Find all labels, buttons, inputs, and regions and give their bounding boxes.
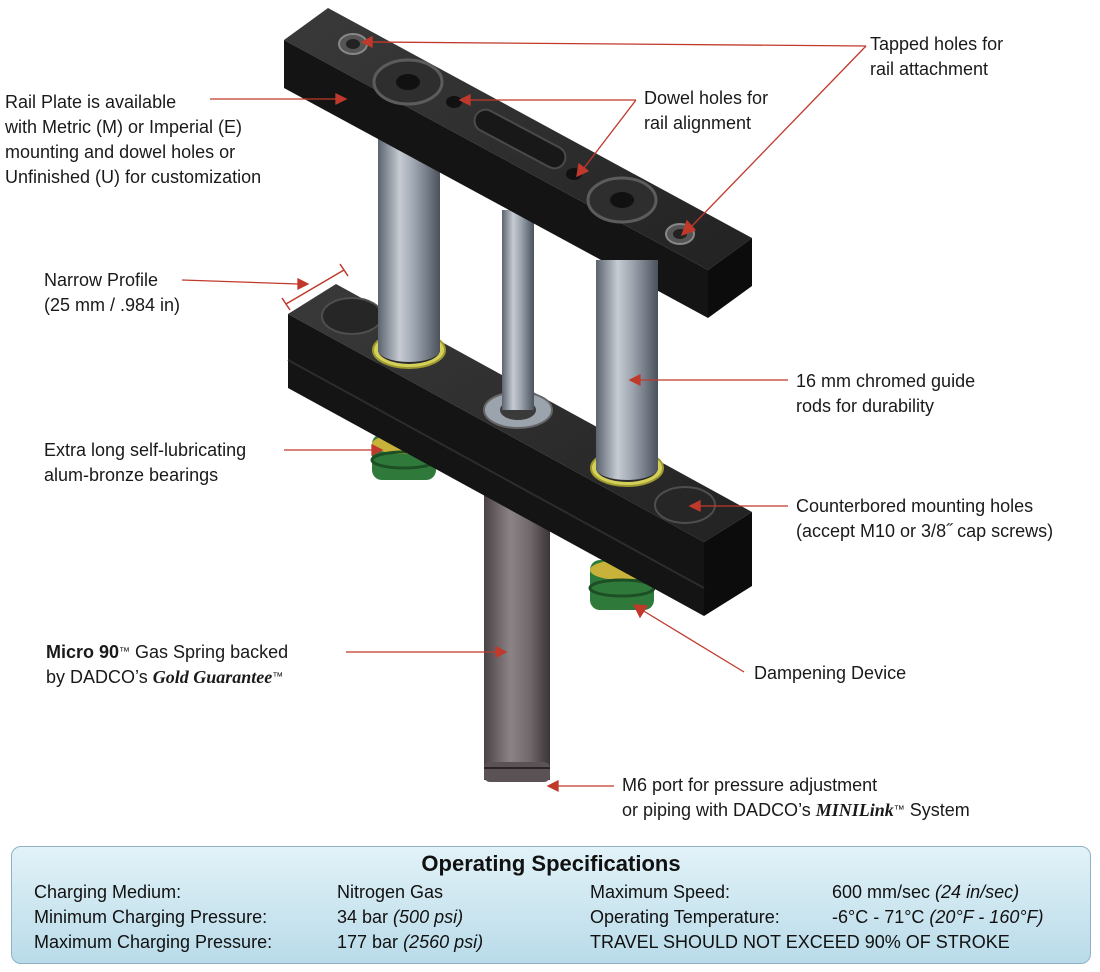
spec-value-main: 34 bar (337, 907, 394, 927)
narrow-profile-label: Narrow Profile (25 mm / .984 in) (44, 268, 180, 318)
bearings-label-line: Extra long self-lubricating (44, 440, 247, 460)
dowel-holes-label: Dowel holes for rail alignment (644, 86, 768, 136)
bearings-label-line: alum-bronze bearings (44, 465, 219, 485)
guide-rods-label-line: 16 mm chromed guide (796, 371, 976, 391)
spec-value: Nitrogen Gas (337, 880, 443, 905)
m6-port-text: or piping with DADCO’s (622, 800, 816, 820)
m6-port-label-line2: or piping with DADCO’s MINILink™ System (622, 798, 970, 823)
dowel-holes-label-line: rail alignment (644, 113, 752, 133)
guide-rods-label-line: rods for durability (796, 396, 935, 416)
specs-title: Operating Specifications (421, 851, 681, 876)
spec-value-main: 600 mm/sec (832, 882, 936, 902)
trademark-mark: ™ (119, 646, 131, 658)
spec-value: 34 bar (500 psi) (337, 905, 463, 930)
spec-label: Maximum Speed: (590, 882, 731, 902)
gas-spring-text: by DADCO’s (46, 667, 153, 687)
m6-port-label-line1: M6 port for pressure adjustment (622, 775, 878, 795)
gas-spring (484, 480, 550, 782)
dowel-holes-label-line: Dowel holes for (644, 88, 769, 108)
gas-spring-label-line1: Micro 90™ Gas Spring backed (46, 640, 288, 665)
spec-label: Maximum Charging Pressure: (34, 932, 273, 952)
narrow-profile-label-line: Narrow Profile (44, 270, 159, 290)
counterbored-label-line: Counterbored mounting holes (796, 496, 1034, 516)
tapped-holes-label-line: Tapped holes for (870, 34, 1004, 54)
spec-value-note: (20°F - 160°F) (929, 907, 1044, 927)
tapped-holes-label: Tapped holes for rail attachment (870, 32, 1003, 82)
operating-specifications-panel: Operating Specifications Charging Medium… (11, 846, 1091, 964)
tapped-holes-label-line: rail attachment (870, 59, 989, 79)
gas-spring-label-line2: by DADCO’s Gold Guarantee™ (46, 665, 288, 690)
spec-value-note: (24 in/sec) (935, 882, 1020, 902)
rail-plate-label-line: Unfinished (U) for customization (5, 167, 262, 187)
spec-value: 177 bar (2560 psi) (337, 930, 483, 955)
counterbored-label-line: (accept M10 or 3/8˝ cap screws) (796, 521, 1054, 541)
m6-port-text: System (904, 800, 970, 820)
rail-plate-label-line: with Metric (M) or Imperial (E) (5, 117, 243, 137)
rail-plate (284, 8, 752, 318)
product-name: Micro 90 (46, 642, 120, 662)
counterbored-label: Counterbored mounting holes (accept M10 … (796, 494, 1053, 544)
spec-label: Operating Temperature: (590, 907, 780, 927)
trademark-mark: ™ (272, 671, 284, 683)
narrow-profile-label-line: (25 mm / .984 in) (44, 295, 181, 315)
dampening-label: Dampening Device (754, 661, 906, 686)
gas-spring-text: Gas Spring backed (130, 642, 289, 662)
leader-lines (181, 35, 867, 793)
rail-plate-label-line: Rail Plate is available (5, 92, 177, 112)
trademark-mark: ™ (893, 804, 905, 816)
rail-plate-label: Rail Plate is available with Metric (M) … (5, 90, 261, 190)
spec-value-main: -6°C - 71°C (832, 907, 930, 927)
spec-value-note: (500 psi) (393, 907, 464, 927)
rail-plate-label-line: mounting and dowel holes or (5, 142, 236, 162)
m6-port-label: M6 port for pressure adjustment or pipin… (622, 773, 970, 823)
gas-spring-label: Micro 90™ Gas Spring backed by DADCO’s G… (46, 640, 288, 690)
spec-value: 600 mm/sec (24 in/sec) (832, 880, 1019, 905)
guide-rods-label: 16 mm chromed guide rods for durability (796, 369, 975, 419)
narrow-profile-dimension (281, 263, 349, 311)
dampening-label-line: Dampening Device (754, 663, 907, 683)
minilink-name: MINILink (815, 800, 894, 820)
spec-value-main: Nitrogen Gas (337, 882, 444, 902)
stroke-warning: TRAVEL SHOULD NOT EXCEED 90% OF STROKE (590, 932, 1010, 952)
spec-value-main: 177 bar (337, 932, 404, 952)
gold-guarantee: Gold Guarantee (152, 667, 273, 687)
spec-label: Charging Medium: (34, 882, 182, 902)
spec-value-note: (2560 psi) (403, 932, 484, 952)
lower-block (287, 284, 752, 616)
spec-value: -6°C - 71°C (20°F - 160°F) (832, 905, 1044, 930)
bearings-label: Extra long self-lubricating alum-bronze … (44, 438, 246, 488)
spec-label: Minimum Charging Pressure: (34, 907, 268, 927)
